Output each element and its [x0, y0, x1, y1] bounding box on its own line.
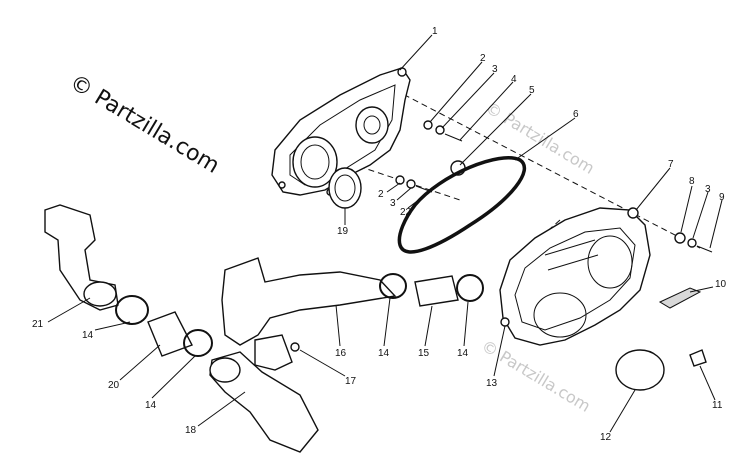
- callout-4: 4: [511, 74, 517, 85]
- callout-14c: 14: [378, 348, 390, 359]
- callout-3: 3: [492, 64, 498, 75]
- callout-3c: 3: [390, 198, 396, 209]
- callout-21: 21: [32, 319, 44, 330]
- callout-8: 8: [689, 176, 695, 187]
- callout-1: 1: [432, 26, 438, 37]
- main-duct-16: [221, 257, 397, 371]
- right-fasteners: [674, 232, 713, 253]
- right-hose-assembly: [379, 273, 484, 307]
- inner-case: [271, 67, 411, 196]
- callout-6: 6: [573, 109, 579, 120]
- callout-14d: 14: [457, 348, 469, 359]
- seal: [328, 167, 362, 209]
- drive-belt: [397, 156, 527, 254]
- callout-10: 10: [715, 279, 727, 290]
- left-hose-assembly: [115, 295, 213, 357]
- callout-9: 9: [719, 192, 725, 203]
- lower-duct-18: [209, 351, 319, 453]
- callout-11: 11: [712, 400, 723, 411]
- callout-16: 16: [335, 348, 347, 359]
- callout-labels: 1 2 3 4 5 6 7 8 3 9 2 3 22 19 10 21 14 2…: [32, 26, 727, 443]
- callout-2b: 2: [378, 189, 384, 200]
- callout-15: 15: [418, 348, 430, 359]
- plate-11: [689, 349, 707, 367]
- callout-2: 2: [480, 53, 486, 64]
- lower-fasteners: [395, 175, 433, 193]
- callout-13: 13: [486, 378, 498, 389]
- callout-18: 18: [185, 425, 197, 436]
- leader-lines: [47, 34, 723, 433]
- callout-5: 5: [529, 85, 535, 96]
- callout-19: 19: [337, 226, 349, 237]
- decal-10: [658, 287, 702, 309]
- callout-3b: 3: [705, 184, 711, 195]
- intake-duct-21: [44, 204, 119, 311]
- callout-12: 12: [600, 432, 612, 443]
- callout-17: 17: [345, 376, 357, 387]
- callout-14a: 14: [82, 330, 94, 341]
- round-decal-12: [615, 349, 665, 391]
- callout-7: 7: [668, 159, 674, 170]
- callout-14b: 14: [145, 400, 157, 411]
- callout-20: 20: [108, 380, 120, 391]
- callout-22: 22: [400, 207, 412, 218]
- outer-cover: [499, 207, 651, 346]
- upper-fasteners: [423, 120, 466, 176]
